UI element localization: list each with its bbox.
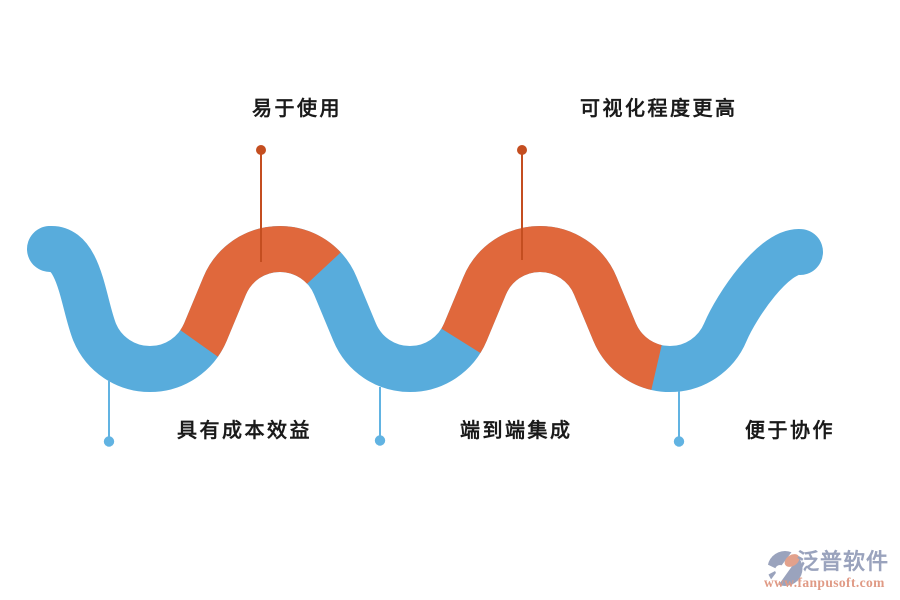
marker-end-to-end <box>374 387 386 446</box>
wave-orange-segment-1 <box>179 226 341 357</box>
label-more-visual: 可视化程度更高 <box>580 98 738 120</box>
marker-dot-cost-effective <box>103 436 115 447</box>
logo-notch <box>766 564 778 576</box>
brand-url: www.fanpusoft.com <box>764 575 885 590</box>
brand-name: 泛普软件 <box>797 549 890 574</box>
marker-more-visual <box>517 145 527 260</box>
label-cost-effective: 具有成本效益 <box>177 420 312 442</box>
marker-dot-more-visual <box>517 145 527 155</box>
fanpu-logo-icon <box>766 549 803 587</box>
label-easy-to-use: 易于使用 <box>252 98 342 120</box>
marker-collaboration <box>673 391 685 447</box>
marker-dot-collaboration <box>673 436 685 447</box>
wave-orange-segment-2 <box>441 225 663 390</box>
marker-cost-effective <box>103 381 115 447</box>
logo-leaf <box>784 554 800 567</box>
marker-dot-easy-to-use <box>256 145 266 155</box>
marker-easy-to-use <box>256 145 266 262</box>
marker-dot-end-to-end <box>374 435 386 446</box>
label-end-to-end: 端到端集成 <box>460 420 573 442</box>
label-collaboration: 便于协作 <box>745 420 835 442</box>
logo-inner-cut <box>775 565 785 575</box>
wave-blue-path <box>27 225 823 393</box>
